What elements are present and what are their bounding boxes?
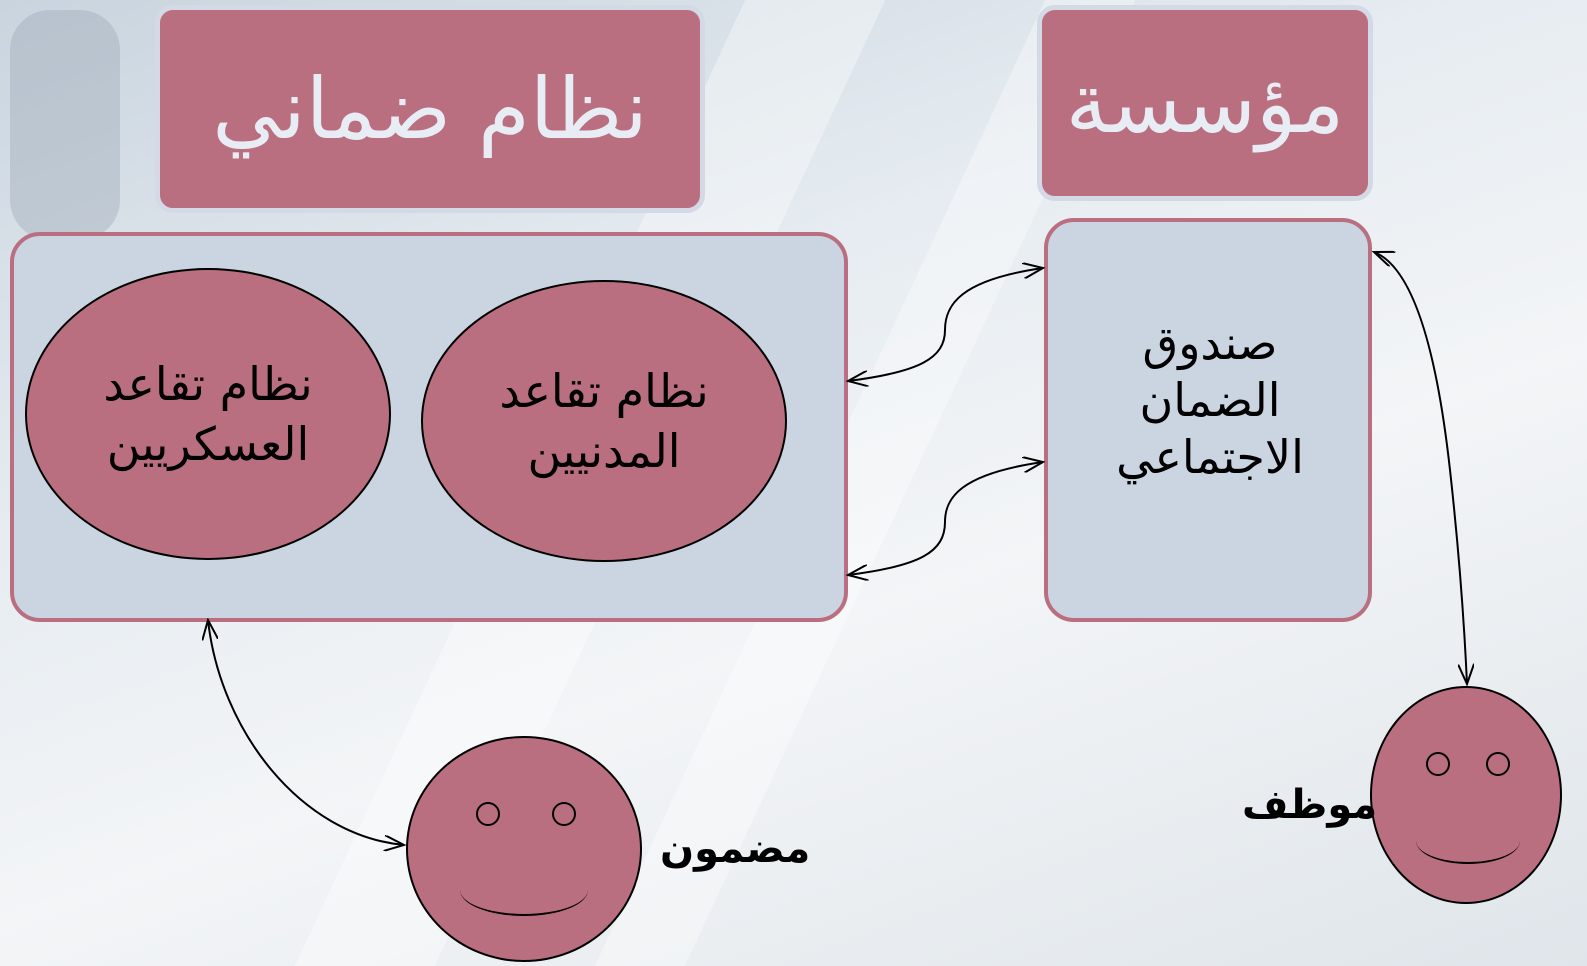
military-pension-ellipse: نظام تقاعد العسكريين	[25, 268, 391, 560]
fund-to-panel-arrow-top	[848, 268, 1043, 381]
insured-person-face	[406, 736, 642, 962]
smile-icon	[460, 864, 588, 916]
smile-icon	[1416, 818, 1520, 864]
fund-to-employer-arrow	[1374, 252, 1467, 684]
panel-to-insured-arrow	[208, 620, 404, 845]
left-eye-icon	[1426, 752, 1450, 776]
military-pension-line1: نظام تقاعد	[103, 357, 313, 411]
guarantee-system-title: نظام ضماني	[212, 60, 648, 158]
civilian-pension-line2: المدنيين	[527, 424, 681, 478]
fund-line2: الضمان	[1139, 373, 1281, 427]
insured-label: مضمون	[660, 826, 811, 872]
employer-face	[1370, 686, 1562, 904]
institution-title-box: مؤسسة	[1037, 5, 1373, 201]
civilian-pension-ellipse: نظام تقاعد المدنيين	[421, 280, 787, 562]
fund-to-panel-arrow-bottom	[848, 462, 1043, 575]
social-security-fund-panel	[1044, 218, 1372, 622]
right-eye-icon	[552, 802, 576, 826]
fund-line3: الاجتماعي	[1116, 430, 1304, 484]
social-security-fund-label: صندوق الضمان الاجتماعي	[1060, 315, 1360, 486]
left-eye-icon	[476, 802, 500, 826]
military-pension-line2: العسكريين	[106, 417, 310, 471]
civilian-pension-line1: نظام تقاعد	[499, 364, 709, 418]
right-eye-icon	[1486, 752, 1510, 776]
guarantee-system-title-box: نظام ضماني	[155, 5, 705, 213]
background-person-image	[10, 10, 120, 240]
fund-line1: صندوق	[1142, 316, 1278, 370]
institution-title: مؤسسة	[1065, 54, 1345, 152]
employer-label: موظف	[1242, 782, 1378, 828]
